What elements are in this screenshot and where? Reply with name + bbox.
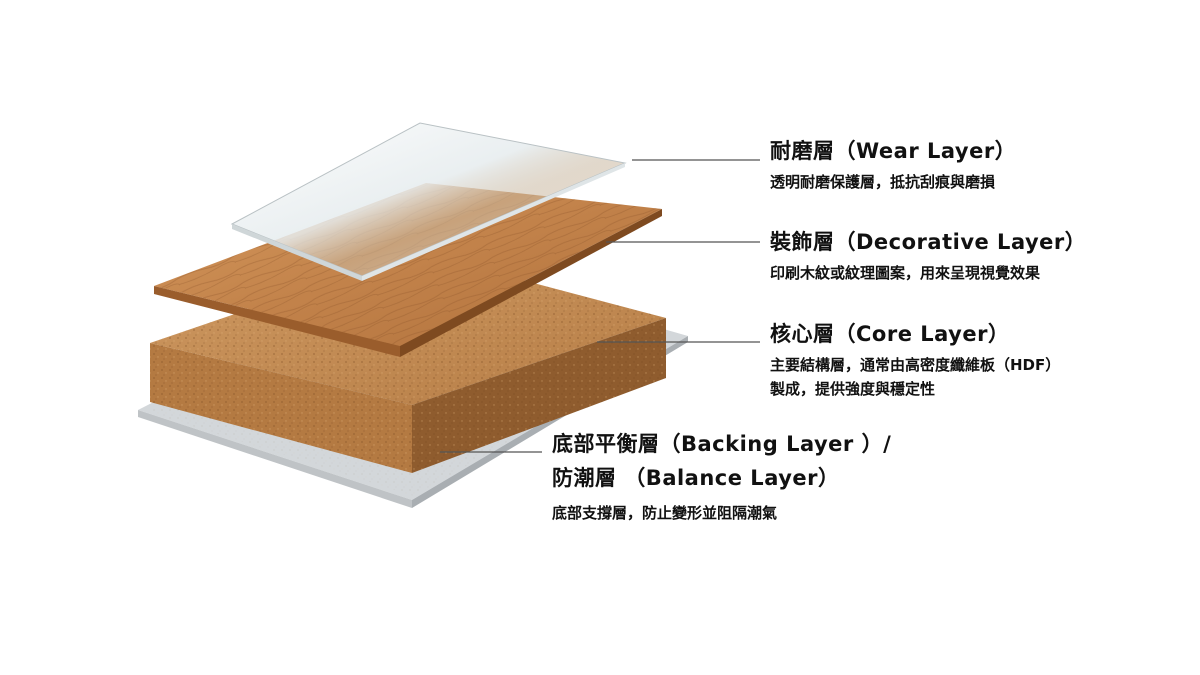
backing-layer-label: 底部平衡層（Backing Layer ）/ 防潮層 （Balance Laye… — [552, 428, 891, 525]
backing-layer-title-line-2: 防潮層 （Balance Layer） — [552, 465, 840, 490]
core-layer-label: 核心層（Core Layer） 主要結構層，通常由高密度纖維板（HDF） 製成，… — [770, 321, 1060, 401]
leader-lines — [440, 159, 760, 453]
decorative-layer-description: 印刷木紋或紋理圖案，用來呈現視覺效果 — [770, 264, 1041, 283]
decorative-layer-title: 裝飾層（Decorative Layer） — [770, 230, 1087, 254]
core-layer-description: 主要結構層，通常由高密度纖維板（HDF） 製成，提供強度與穩定性 — [770, 353, 1060, 401]
decorative-layer-label: 裝飾層（Decorative Layer） 印刷木紋或紋理圖案，用來呈現視覺效果 — [770, 229, 1086, 285]
core-layer-description-line-2: 製成，提供強度與穩定性 — [770, 380, 936, 399]
core-layer-title: 核心層（Core Layer） — [770, 322, 1010, 346]
wear-layer — [230, 122, 627, 281]
backing-layer-title-line-1: 底部平衡層（Backing Layer ）/ — [552, 432, 892, 456]
decorative-layer — [154, 183, 662, 357]
wear-layer-label: 耐磨層（Wear Layer） 透明耐磨保護層，抵抗刮痕與磨損 — [770, 138, 1016, 194]
core-layer-description-line-1: 主要結構層，通常由高密度纖維板（HDF） — [770, 356, 1061, 375]
wear-layer-description: 透明耐磨保護層，抵抗刮痕與磨損 — [770, 173, 996, 192]
wear-layer-title: 耐磨層（Wear Layer） — [770, 139, 1017, 163]
backing-layer-description: 底部支撐層，防止變形並阻隔潮氣 — [552, 504, 778, 523]
